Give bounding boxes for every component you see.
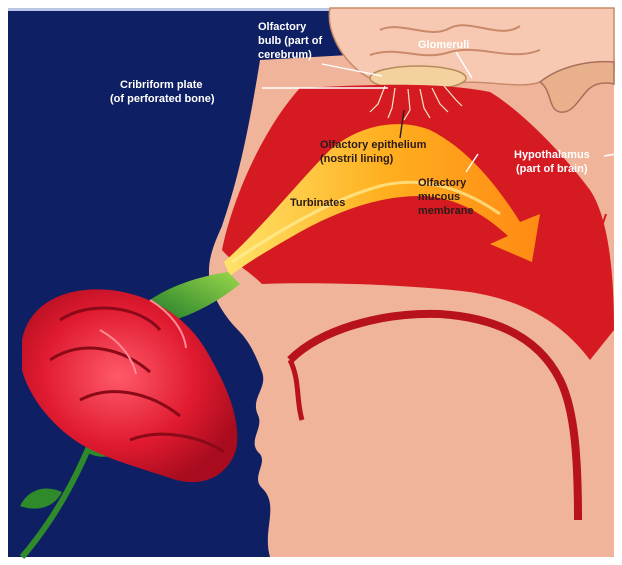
label-turbinates: Turbinates (290, 197, 345, 209)
label-glomeruli: Glomeruli (418, 39, 469, 51)
